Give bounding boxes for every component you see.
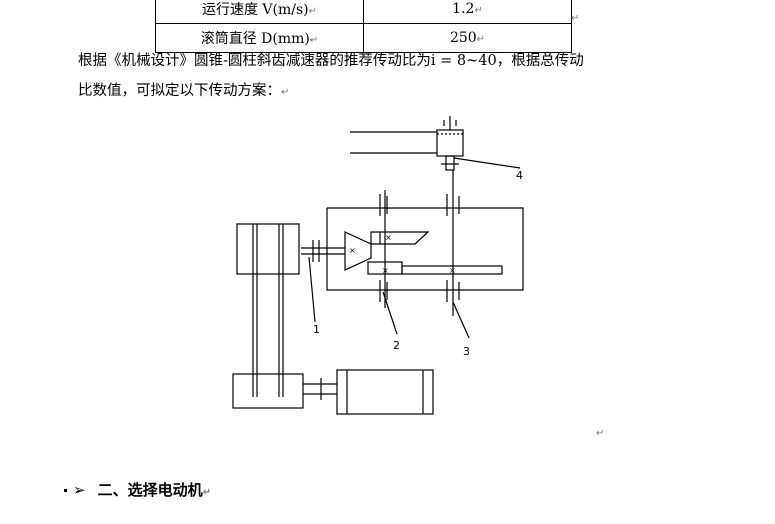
paragraph-mark: ↵ [281,87,290,98]
paragraph-line-1: 根据《机械设计》圆锥-圆柱斜齿减速器的推荐传动比为i = 8~40，根据总传动 [78,53,584,69]
paragraph-mark: ↵ [308,6,318,17]
paragraph-mark: ↵ [476,34,486,45]
paragraph-line-2-text: 比数值，可拟定以下传动方案： [78,83,281,99]
svg-text:×: × [349,246,356,255]
leader-3 [452,301,470,339]
table-cell-label: 运行速度 V(m/s)↵ [155,0,364,24]
table-cell-value: 1.2↵ [363,0,572,24]
transmission-diagram: 1 2 3 4 × × × × [232,116,524,415]
table-cell-label: 滚筒直径 D(mm)↵ [155,23,364,53]
paragraph-mark: ↵ [596,428,605,439]
label-2: 2 [393,339,400,352]
leader-1 [308,256,316,323]
section-heading: ➢ 二、选择电动机↵ [64,479,211,500]
heading-text: 二、选择电动机 [97,481,203,499]
parameter-table: 运行速度 V(m/s)↵ 1.2↵ 滚筒直径 D(mm)↵ 250↵ [155,0,572,53]
gearbox-housing [326,207,524,291]
diameter-value: 250 [449,30,477,46]
svg-text:×: × [385,233,392,242]
paragraph-mark: ↵ [202,487,211,498]
bullet-dot [64,489,67,492]
table-row: 滚筒直径 D(mm)↵ 250↵ [155,23,572,53]
speed-label: 运行速度 V(m/s) [201,2,309,18]
label-1: 1 [313,323,320,336]
bevel-pinion [344,231,372,271]
speed-value: 1.2 [452,1,475,17]
paragraph-mark: ↵ [309,35,319,46]
diameter-label: 滚筒直径 D(mm) [200,31,310,47]
output-coupling [445,155,455,171]
leader-2 [382,291,398,335]
label-3: 3 [463,345,470,358]
row-end-mark: ↵ [571,13,580,24]
electric-motor [336,369,434,415]
svg-text:×: × [382,266,389,275]
large-pulley [236,223,300,275]
svg-text:×: × [449,266,456,275]
leader-4 [453,157,521,169]
helical-gear [401,265,503,275]
paragraph-mark: ↵ [474,5,483,16]
table-cell-value: 250↵ [363,23,572,53]
table-row: 运行速度 V(m/s)↵ 1.2↵ [155,0,572,24]
label-4: 4 [516,169,523,182]
small-pulley [232,373,304,409]
paragraph-line-2: 比数值，可拟定以下传动方案：↵ [78,81,289,103]
bevel-gear [370,231,430,245]
arrow-bullet-icon: ➢ [73,481,86,499]
